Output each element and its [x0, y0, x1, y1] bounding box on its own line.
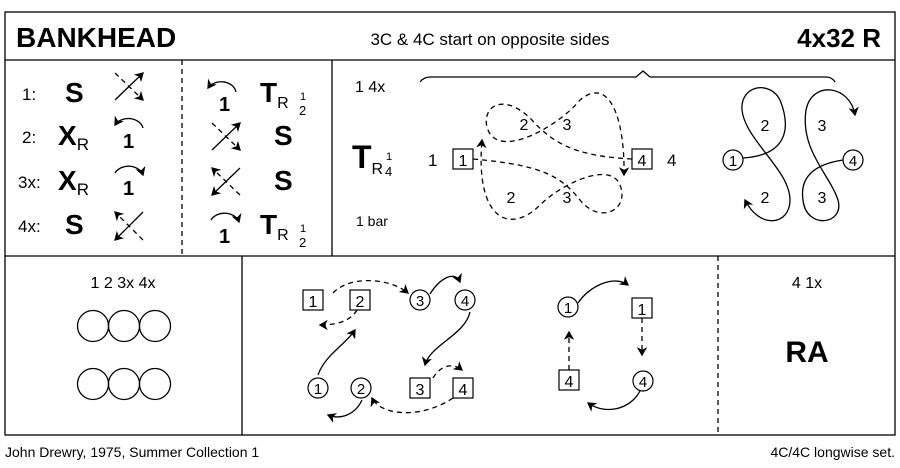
fraction-denominator: 2	[299, 103, 306, 118]
turn-right-arrow-icon	[114, 165, 146, 177]
formation: 4x32 R	[797, 23, 881, 53]
fraction-denominator: 2	[299, 235, 306, 250]
turn-count: 1	[123, 178, 134, 200]
dancer-number: 2	[357, 381, 365, 398]
dancer-number: 2	[507, 190, 516, 207]
dancer-number: 1	[309, 294, 318, 311]
dancer-number: 2	[761, 190, 770, 207]
dancer-number: 1	[459, 153, 468, 170]
reel-paths	[741, 87, 859, 222]
dancer-number: 3	[563, 190, 572, 207]
dancer-number: 1	[564, 300, 572, 317]
position-number: 4	[667, 151, 676, 170]
dancer-circle	[557, 296, 579, 318]
row-label: 4x:	[18, 217, 41, 236]
diagonal-cross-arrow-icon	[211, 122, 241, 151]
circle-formation	[138, 367, 172, 401]
credit-text: John Drewry, 1975, Summer Collection 1	[5, 444, 259, 460]
turn-left-arrow-icon	[114, 115, 144, 129]
dancer-number: 4	[639, 374, 647, 391]
circle-formation	[76, 309, 110, 343]
dancer-circle	[350, 377, 372, 399]
dancer-number: 4	[565, 374, 574, 391]
bars-9-16: 1 4x TR 1 4 1 bar 1 1 4 4 2 3 2 3 1 4 2 …	[352, 70, 864, 229]
figure-name: RA	[785, 336, 828, 369]
dancer-number: 4	[849, 153, 857, 170]
dancer-box	[558, 369, 580, 391]
dancer-circle	[307, 377, 329, 399]
setting-figure: S	[65, 209, 84, 240]
circle-formation	[76, 367, 110, 401]
dancer-number: 2	[520, 117, 529, 134]
dancer-number: 3	[818, 118, 827, 135]
fraction-numerator: 1	[300, 91, 306, 103]
diagonal-cross-arrow-icon	[114, 211, 144, 241]
dancer-number: 4	[638, 153, 647, 170]
dancer-number: 3	[818, 190, 827, 207]
dancer-box	[452, 377, 474, 399]
dancer-circle	[722, 149, 744, 171]
dancer-number: 4	[459, 382, 468, 399]
turn-count: 1	[219, 226, 230, 248]
dancers-label: 4 1x	[792, 275, 822, 292]
dashed-reel-paths	[472, 92, 633, 220]
setting-figure: S	[274, 165, 293, 196]
setting-figure: S	[274, 120, 293, 151]
circle-formation	[138, 309, 172, 343]
dancer-number: 2	[761, 118, 770, 135]
turn-figure: TR	[352, 139, 383, 178]
row-label: 2:	[22, 128, 36, 147]
dancer-box	[631, 297, 653, 319]
setting-figure: S	[65, 77, 84, 108]
turn-count: 1	[219, 94, 230, 116]
dancer-number: 1	[314, 381, 322, 398]
dancers-label: 1 2 3x 4x	[91, 275, 156, 292]
dancer-number: 3	[563, 117, 572, 134]
set-type: 4C/4C longwise set.	[770, 444, 895, 460]
bars-1-8: 1: S 2: XR 1 3x: XR 1 4x: S 1 TR 1 2 S	[18, 72, 306, 250]
dancer-number: 4	[461, 293, 469, 310]
dancer-box	[409, 377, 431, 399]
dancer-number: 3	[416, 382, 425, 399]
fraction-numerator: 1	[300, 223, 306, 235]
dancer-number: 1	[729, 153, 737, 170]
fraction-denominator: 4	[385, 164, 392, 179]
turn-figure: TR	[260, 77, 289, 112]
turn-right-arrow-icon	[210, 212, 242, 224]
dance-title: BANKHEAD	[16, 22, 176, 53]
dancer-circle	[842, 149, 864, 171]
duration-label: 1 bar	[356, 213, 388, 229]
dancer-number: 2	[356, 294, 365, 311]
dancer-circle	[632, 370, 654, 392]
diagonal-cross-arrow-icon	[114, 72, 144, 101]
bars-25-32: 1 2 3 4 1 2 3 4 1 1 4 4	[302, 272, 654, 423]
dance-subtitle: 3C & 4C start on opposite sides	[370, 30, 609, 49]
dancer-number: 3	[416, 293, 424, 310]
dancers-label: 1 4x	[355, 79, 385, 96]
cross-figure: XR	[58, 165, 89, 199]
fraction-numerator: 1	[386, 151, 392, 163]
turn-left-arrow-icon	[207, 78, 237, 93]
brace	[419, 70, 836, 83]
turn-count: 1	[123, 131, 134, 153]
dancer-circle	[409, 289, 431, 311]
outer-frame	[4, 11, 896, 436]
circle-formation	[107, 367, 141, 401]
row-label: 1:	[22, 85, 36, 104]
diagonal-cross-arrow-icon	[211, 167, 241, 196]
position-number: 1	[428, 151, 437, 170]
bars-17-24: 1 2 3x 4x	[76, 275, 172, 401]
dancer-box	[302, 289, 324, 311]
turn-figure: TR	[260, 209, 289, 244]
dancer-box	[349, 289, 371, 311]
row-label: 3x:	[18, 173, 41, 192]
cross-figure: XR	[58, 120, 89, 154]
circle-formation	[107, 309, 141, 343]
dancer-number: 1	[638, 302, 647, 319]
dancer-circle	[454, 289, 476, 311]
